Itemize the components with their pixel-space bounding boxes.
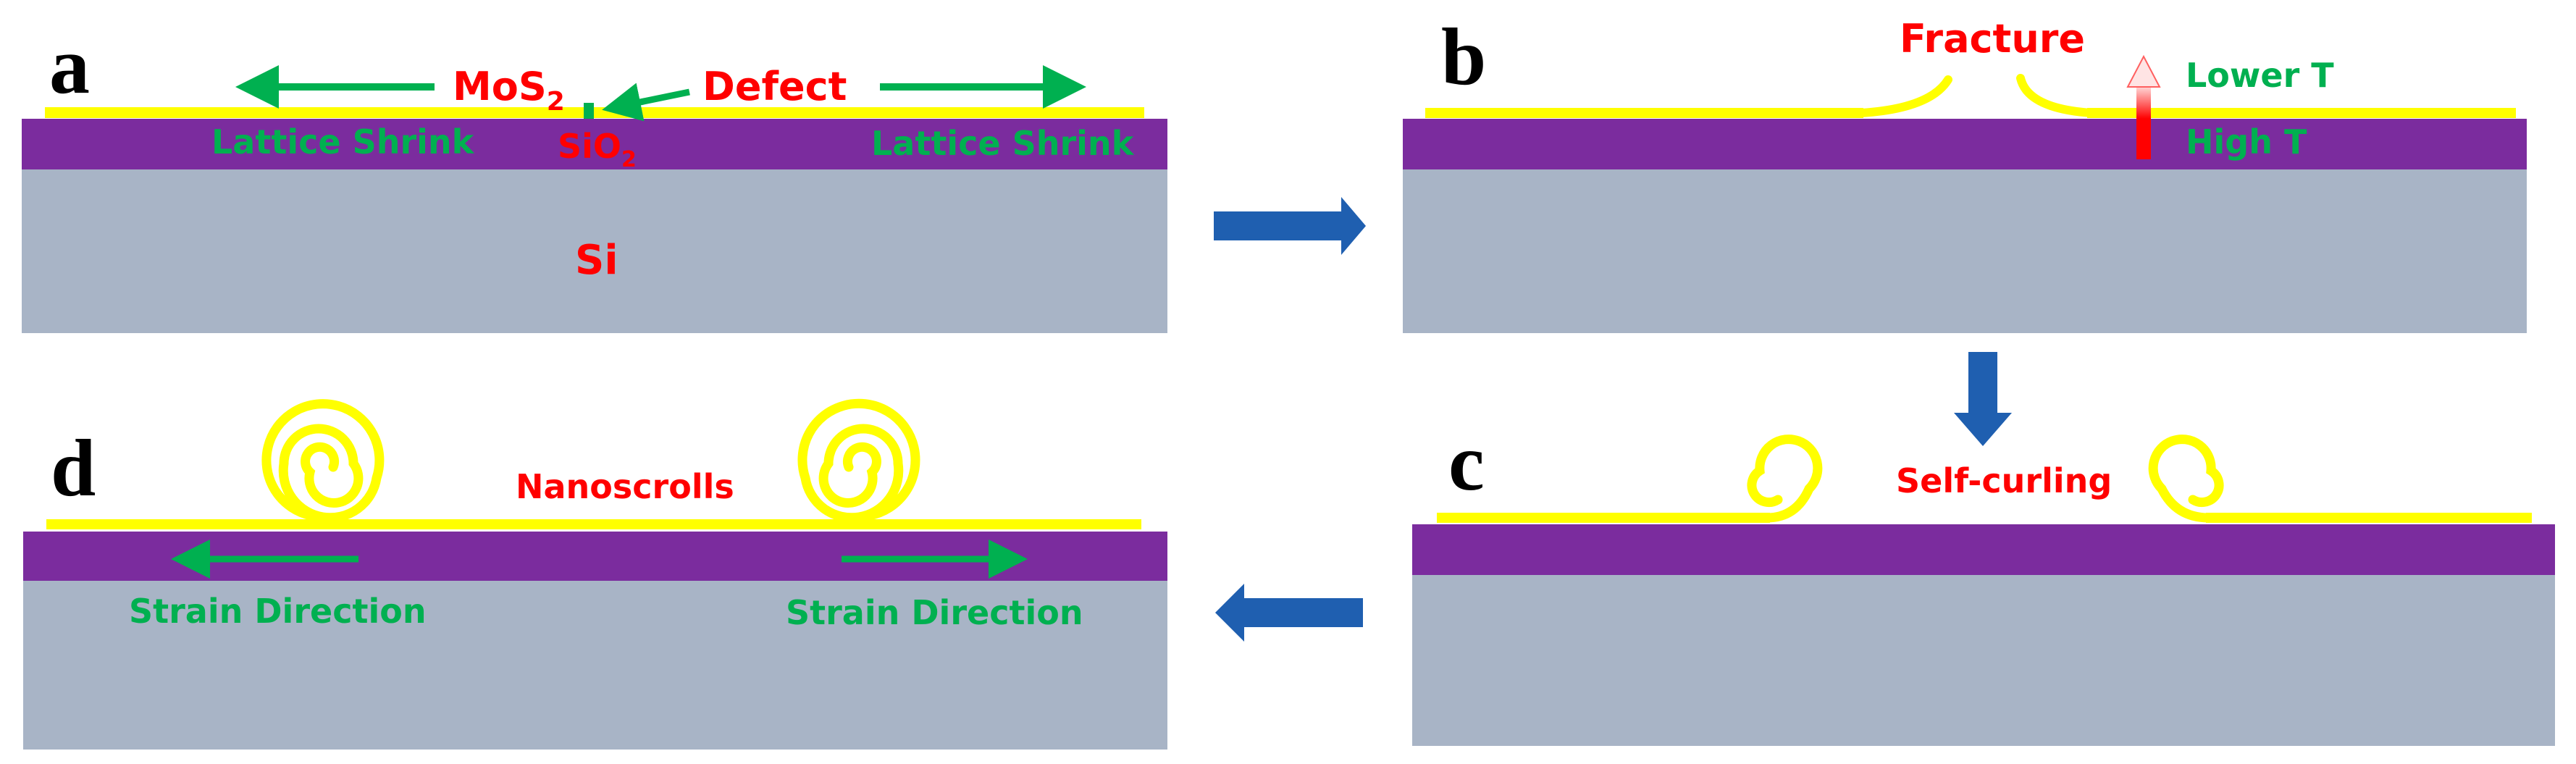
panel-b: b Fracture Lower T High T [1403,12,2527,333]
mos2-film [46,519,1141,529]
defect-label: Defect [702,64,847,109]
temperature-gradient-bar [2136,85,2151,159]
panel-letter-c: c [1448,418,1485,508]
nanoscrolls-label: Nanoscrolls [516,467,734,506]
sio2-layer [22,119,1167,169]
sio2-layer [1412,524,2555,575]
nanoscroll-right [797,398,920,523]
si-label: Si [575,237,618,284]
panel-a: a MoS2 Defect SiO2 Lattice Shrink Lattic… [22,21,1167,333]
mos2-film-right [2206,513,2532,523]
lattice-shrink-left-label: Lattice Shrink [211,122,475,161]
si-substrate [1412,574,2555,746]
arrow-right-icon [1214,197,1366,255]
mos2-lifted-edge-left [1857,75,1952,117]
mos2-film-right [2087,108,2516,118]
mos2-film-left [1437,513,1770,523]
si-substrate [22,168,1167,333]
panel-letter-a: a [49,21,90,111]
si-substrate [23,579,1167,750]
mos2-lifted-edge-right [2016,74,2096,117]
lattice-shrink-right-label: Lattice Shrink [871,124,1135,163]
mos2-curl-left [1747,435,1823,523]
self-curling-label: Self-curling [1896,461,2112,500]
nanoscroll-left [261,399,385,523]
strain-direction-right-label: Strain Direction [786,593,1083,632]
lower-t-label: Lower T [2186,56,2334,95]
si-substrate [1403,168,2527,333]
mos2-film [45,107,1144,118]
panel-letter-b: b [1441,12,1486,102]
sio2-layer [1403,119,2527,169]
temperature-arrow-head [2126,54,2161,88]
fracture-label: Fracture [1900,16,2085,62]
mos2-curl-right [2148,435,2224,523]
mos2-film-left [1425,108,1863,118]
high-t-label: High T [2186,122,2307,161]
panel-d: d Nanoscrolls Strain Direction Strain Di… [23,398,1167,750]
arrow-down-icon [1954,352,2012,446]
mos2-label: MoS2 [453,64,565,117]
strain-direction-left-label: Strain Direction [129,592,427,631]
defect-marker [584,103,594,119]
defect-pointer-arrow [602,83,690,122]
arrow-left-icon [1215,584,1363,642]
panel-c: c Self-curling [1412,418,2555,746]
panel-letter-d: d [51,424,96,513]
sio2-label: SiO2 [558,127,637,172]
